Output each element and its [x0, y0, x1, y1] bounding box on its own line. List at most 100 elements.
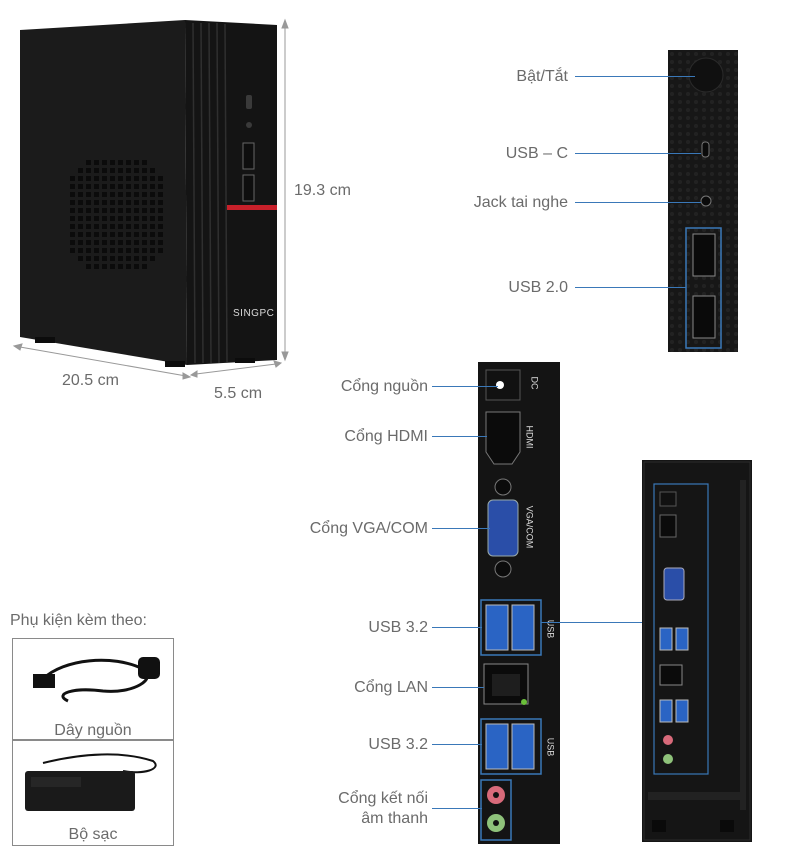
vent-hole: [150, 232, 155, 237]
vent-hole: [102, 160, 107, 165]
vent-hole: [70, 184, 75, 189]
vent-hole: [78, 184, 83, 189]
vent-hole: [70, 216, 75, 221]
vent-hole: [94, 192, 99, 197]
back-label-usb32-1: USB 3.2: [368, 619, 428, 636]
vent-hole: [158, 200, 163, 205]
vent-hole: [110, 232, 115, 237]
vent-hole: [158, 216, 163, 221]
vent-hole: [150, 240, 155, 245]
vent-hole: [134, 256, 139, 261]
vent-hole: [118, 224, 123, 229]
vent-hole: [110, 200, 115, 205]
vent-hole: [110, 264, 115, 269]
vent-hole: [158, 240, 163, 245]
vent-hole: [78, 192, 83, 197]
vent-hole: [134, 224, 139, 229]
vent-hole: [102, 208, 107, 213]
vent-hole: [86, 216, 91, 221]
vent-hole: [126, 248, 131, 253]
dc-marking: DC: [529, 376, 540, 390]
power-cable-image: [33, 657, 160, 703]
vent-hole: [134, 192, 139, 197]
vent-hole: [118, 240, 123, 245]
vent-hole: [126, 200, 131, 205]
vent-hole: [70, 240, 75, 245]
vent-hole: [134, 240, 139, 245]
vent-hole: [78, 168, 83, 173]
vent-hole: [86, 200, 91, 205]
back-line-hdmi: [432, 436, 487, 437]
vent-hole: [102, 264, 107, 269]
vent-hole: [118, 216, 123, 221]
vent-hole: [150, 176, 155, 181]
vent-hole: [126, 232, 131, 237]
vent-hole: [110, 208, 115, 213]
vent-hole: [86, 256, 91, 261]
vent-hole: [110, 224, 115, 229]
vent-hole: [126, 240, 131, 245]
vent-hole: [118, 168, 123, 173]
vent-hole: [118, 176, 123, 181]
vent-hole: [78, 256, 83, 261]
vent-hole: [126, 256, 131, 261]
vent-hole: [126, 264, 131, 269]
vent-hole: [142, 240, 147, 245]
vent-hole: [142, 224, 147, 229]
vent-hole: [94, 240, 99, 245]
back-line-vga: [432, 528, 490, 529]
vent-hole: [86, 192, 91, 197]
vent-hole: [86, 176, 91, 181]
vent-hole: [126, 168, 131, 173]
vent-hole: [126, 216, 131, 221]
vent-hole: [150, 248, 155, 253]
vent-hole: [126, 160, 131, 165]
back-line-lan: [432, 687, 484, 688]
vent-hole: [78, 224, 83, 229]
vent-hole: [102, 256, 107, 261]
vent-hole: [150, 192, 155, 197]
vent-hole: [126, 176, 131, 181]
vent-hole: [158, 208, 163, 213]
back-connector-line: [541, 622, 659, 623]
vent-hole: [134, 264, 139, 269]
accessory-label-charger: Bộ sạc: [68, 826, 118, 843]
vent-hole: [110, 160, 115, 165]
vent-hole: [142, 256, 147, 261]
vent-hole: [70, 200, 75, 205]
vent-hole: [102, 184, 107, 189]
front-panel-image: [668, 50, 738, 352]
vent-hole: [142, 208, 147, 213]
vent-hole: [78, 232, 83, 237]
vent-hole: [142, 232, 147, 237]
accessory-label-power-cable: Dây nguồn: [54, 722, 132, 739]
front-line-power: [575, 76, 695, 77]
vent-hole: [118, 208, 123, 213]
vent-hole: [118, 256, 123, 261]
vent-hole: [94, 184, 99, 189]
dimension-lines: [12, 18, 289, 380]
back-label-audio-1: Cổng kết nối: [338, 790, 428, 807]
vent-hole: [70, 248, 75, 253]
front-label-usb20: USB 2.0: [508, 279, 568, 296]
back-label-usb32-2: USB 3.2: [368, 736, 428, 753]
charger-image: [25, 753, 157, 811]
vent-hole: [118, 200, 123, 205]
vent-hole: [142, 168, 147, 173]
vent-hole: [102, 232, 107, 237]
back-line-power: [432, 386, 498, 387]
hdmi-marking: HDMI: [524, 425, 535, 449]
vent-hole: [70, 232, 75, 237]
vent-hole: [150, 184, 155, 189]
vent-hole: [142, 248, 147, 253]
vent-hole: [78, 248, 83, 253]
vent-hole: [94, 168, 99, 173]
vent-hole: [118, 160, 123, 165]
vent-hole: [70, 176, 75, 181]
vent-hole: [110, 176, 115, 181]
vent-hole: [78, 176, 83, 181]
usb-marking-2: USB: [545, 737, 556, 757]
vent-hole: [142, 216, 147, 221]
front-line-usb20: [575, 287, 686, 288]
accessories-heading: Phụ kiện kèm theo:: [10, 612, 147, 629]
